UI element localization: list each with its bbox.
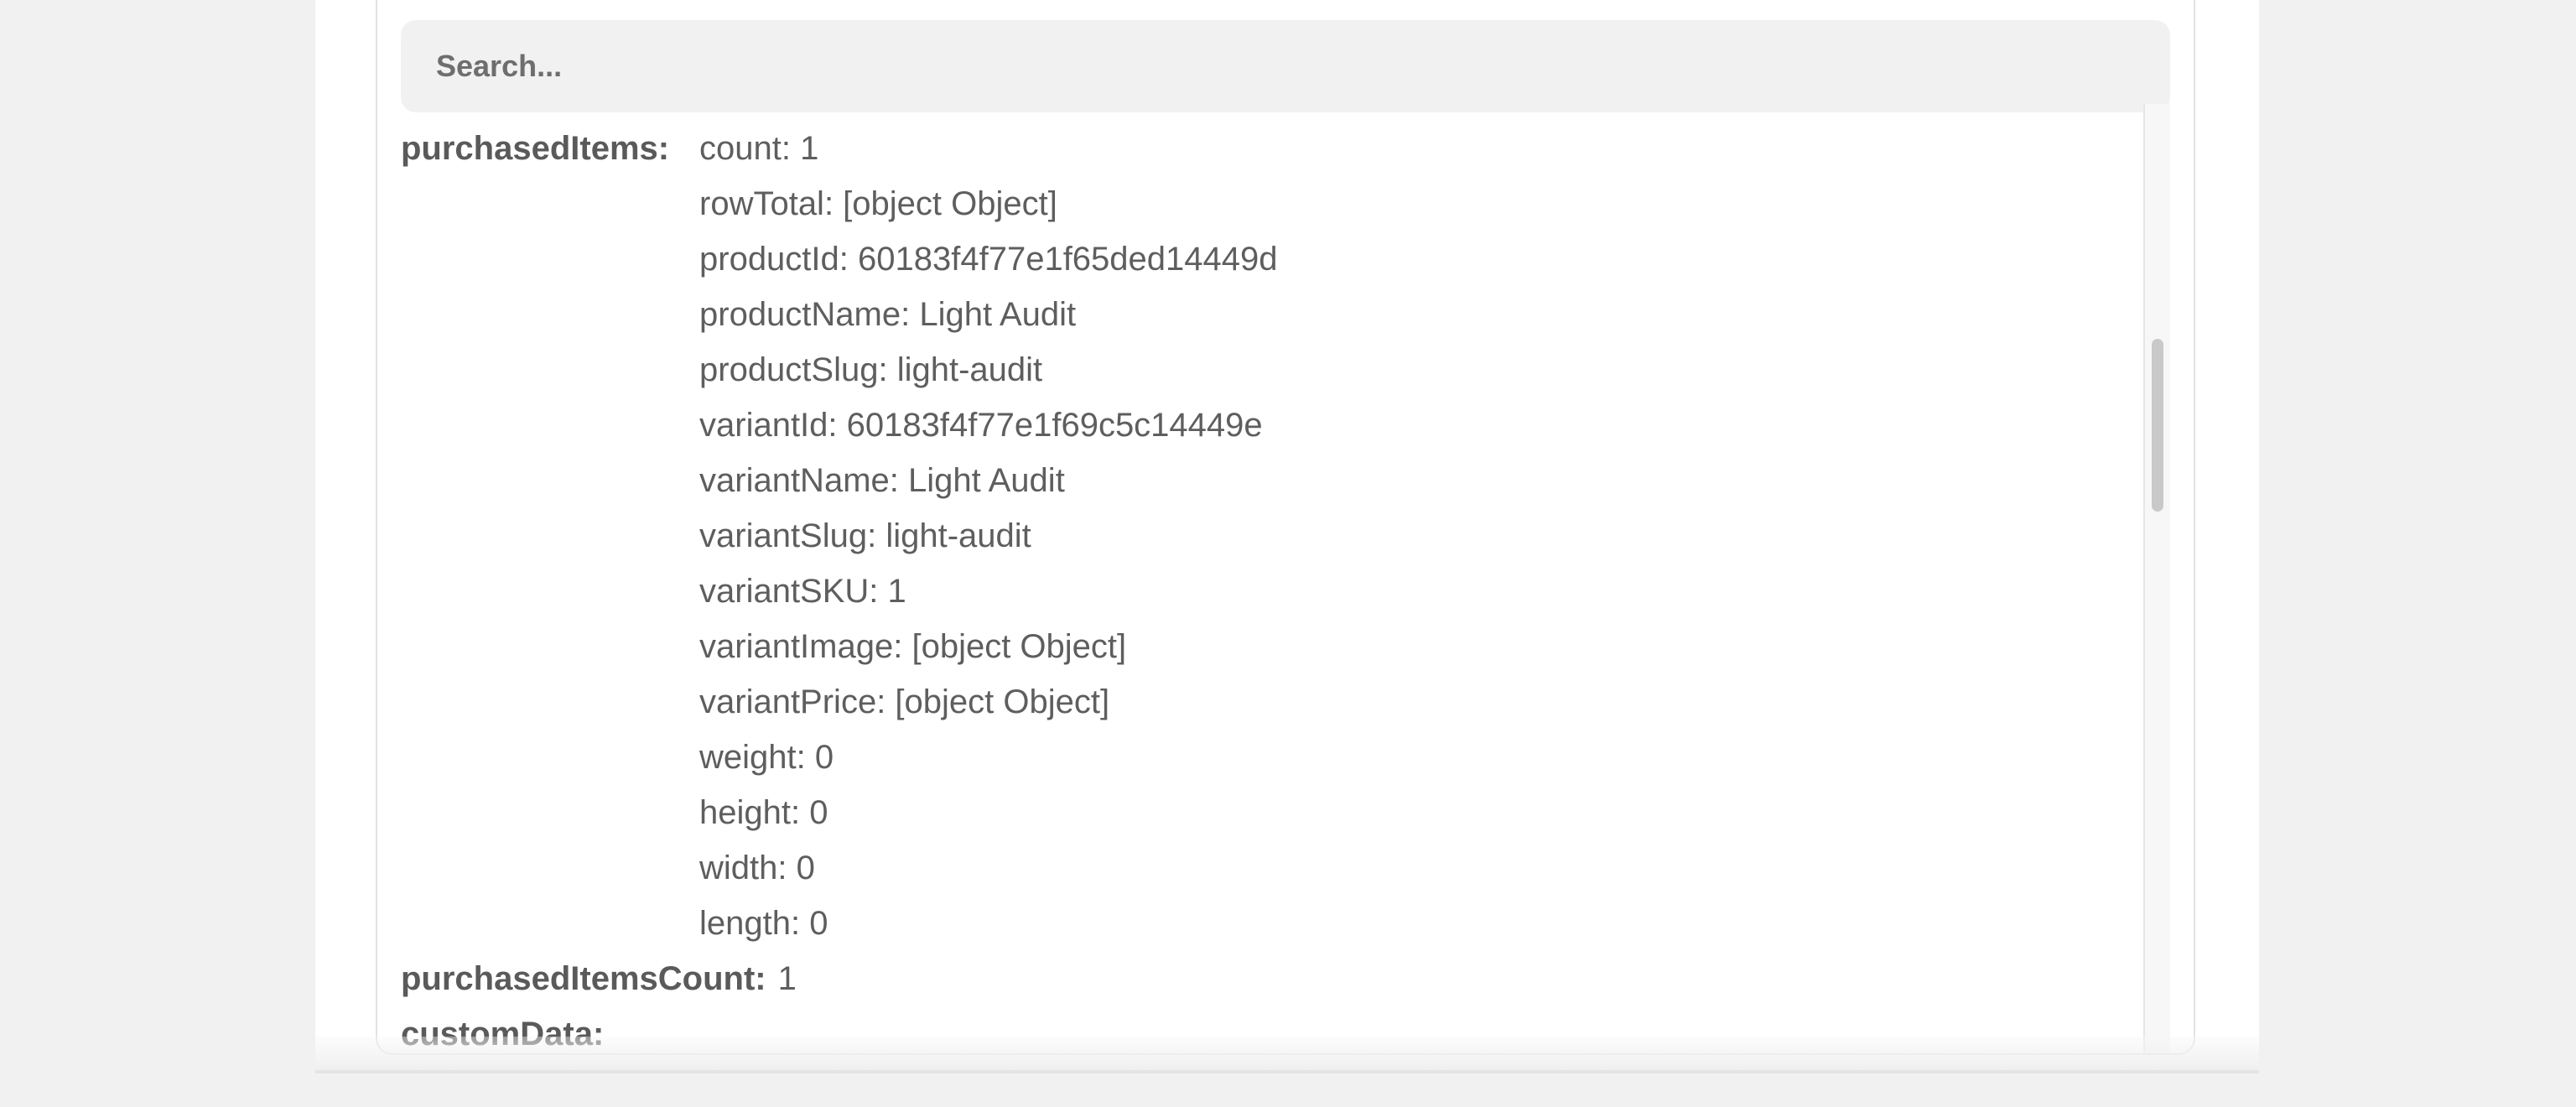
data-row-purchased-items: purchasedItems: count: 1 rowTotal: [objec… [401,121,2111,951]
purchased-item-field: width: 0 [699,850,815,886]
purchased-item-field: weight: 0 [699,739,834,776]
purchased-item-field: productName: Light Audit [699,296,1077,333]
purchased-item-field: height: 0 [699,794,828,831]
field-key-purchased-items: purchasedItems: [401,130,670,167]
purchased-item-field: variantName: Light Audit [699,462,1065,499]
scrollbar-track[interactable] [2143,104,2170,1053]
field-value-purchased-items-count: 1 [777,960,797,997]
purchased-item-field: variantId: 60183f4f77e1f69c5c14449e [699,407,1263,444]
purchased-item-field: variantPrice: [object Object] [699,683,1110,720]
purchased-item-field: variantImage: [object Object] [699,628,1127,665]
purchased-item-field: variantSKU: 1 [699,573,906,610]
modal-container: purchasedItems: count: 1 rowTotal: [objec… [315,0,2259,1072]
purchased-item-field: variantSlug: light-audit [699,517,1031,554]
purchased-item-field: count: 1 [699,130,819,167]
purchased-item-field: rowTotal: [object Object] [699,185,1057,222]
data-list: purchasedItems: count: 1 rowTotal: [objec… [401,121,2111,1053]
scrollbar-thumb[interactable] [2152,339,2163,512]
purchased-item-field: length: 0 [699,905,828,942]
data-panel: purchasedItems: count: 1 rowTotal: [objec… [376,0,2195,1055]
purchased-item-field: productSlug: light-audit [699,351,1043,388]
modal-bottom-fade [315,1037,2259,1072]
purchased-items-fields: count: 1 rowTotal: [object Object] product… [699,121,1278,951]
divider [315,1070,2259,1073]
data-row-purchased-items-count: purchasedItemsCount: 1 [401,951,2111,1006]
purchased-item-field: productId: 60183f4f77e1f65ded14449d [699,241,1278,278]
field-key-purchased-items-count: purchasedItemsCount: [401,960,766,997]
search-box[interactable] [401,20,2170,112]
search-input[interactable] [434,48,2170,85]
